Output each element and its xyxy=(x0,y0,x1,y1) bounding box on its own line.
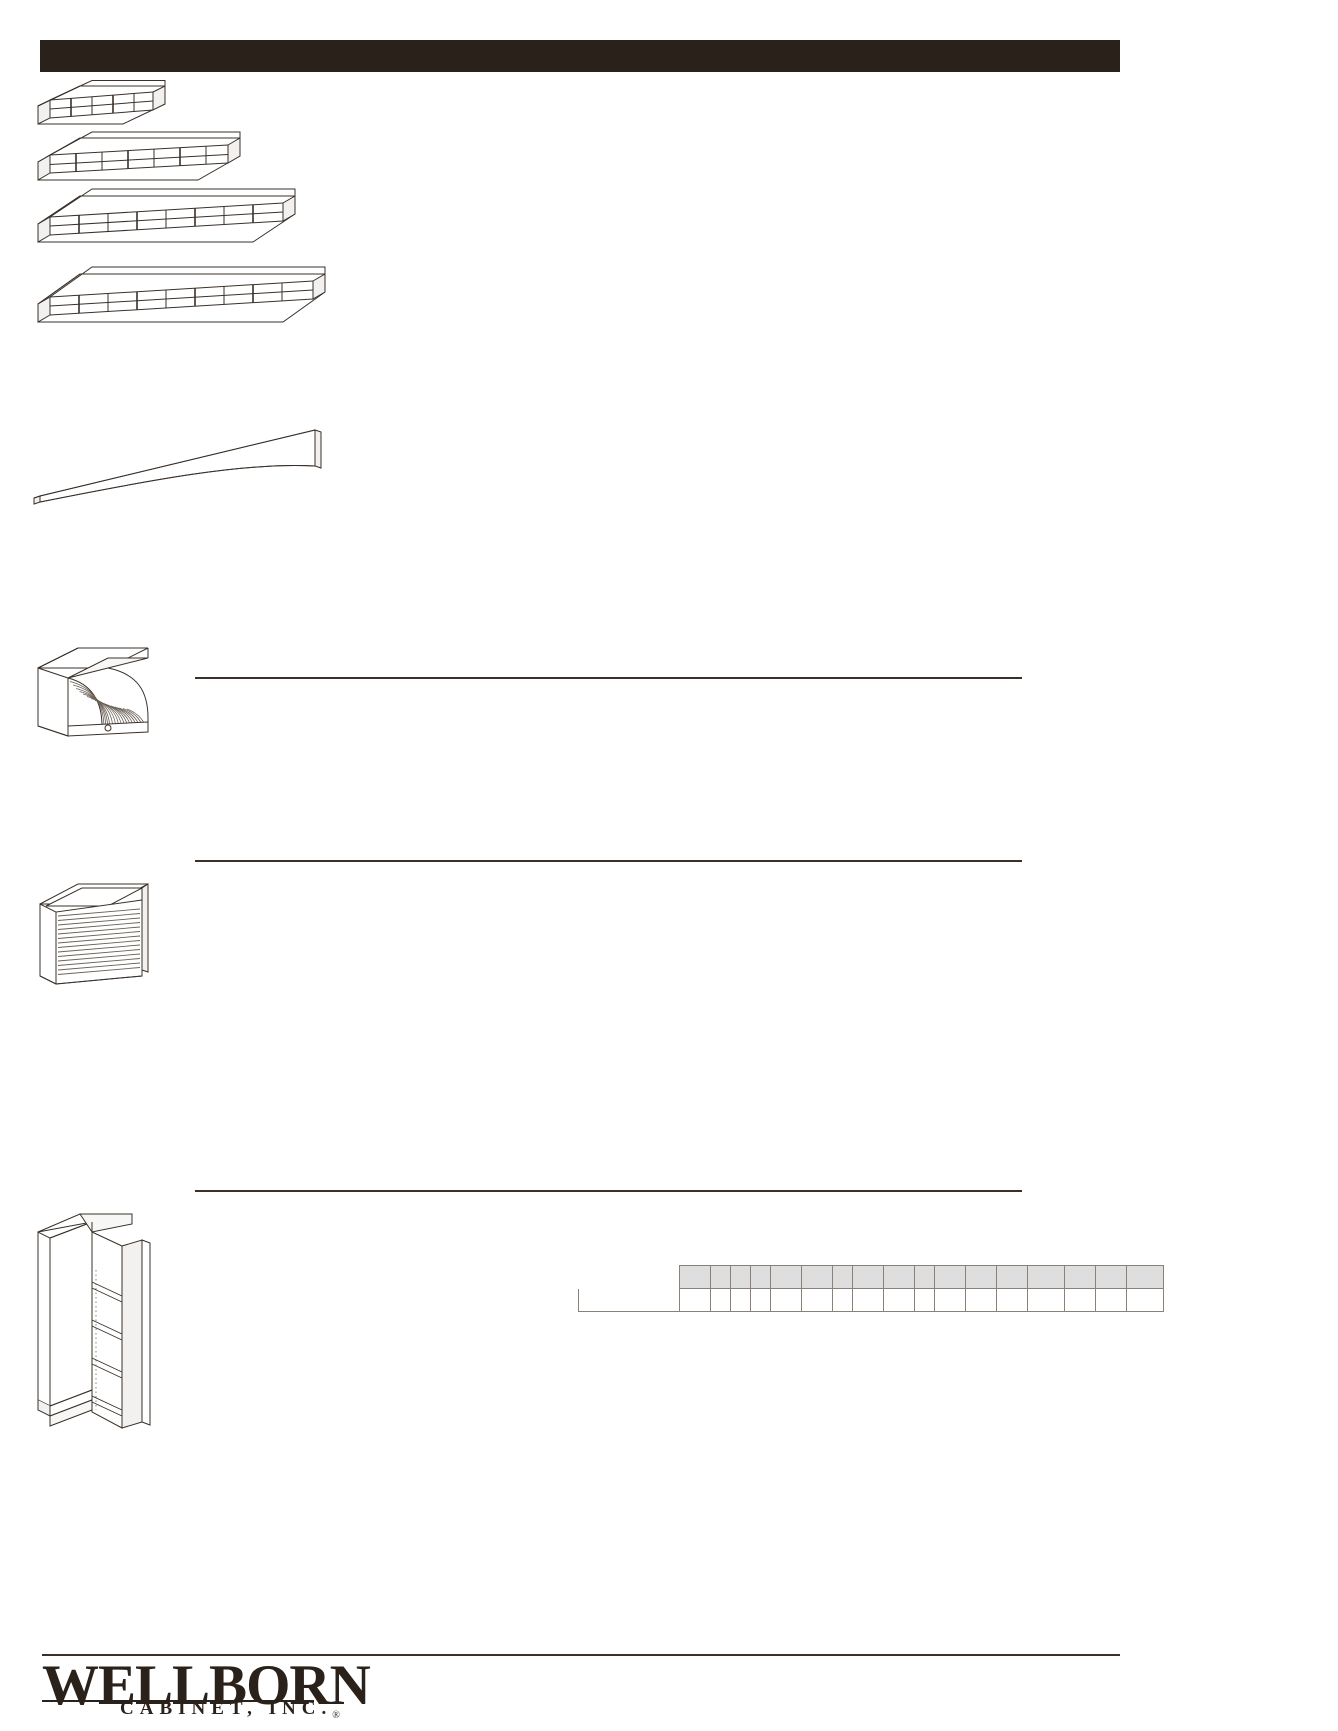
section-header-band xyxy=(40,40,1120,72)
spec-table-col-14 xyxy=(1064,1265,1096,1289)
spec-table-col-5 xyxy=(801,1265,833,1289)
spec-table-col-8 xyxy=(883,1265,915,1289)
spec-table-cell xyxy=(730,1288,751,1312)
spec-table-body xyxy=(578,1288,1164,1312)
spec-table xyxy=(578,1265,1164,1312)
spec-table-cell xyxy=(1126,1288,1164,1312)
illustration-pull-out-pantry-cabinet xyxy=(34,1210,164,1435)
spec-table-cell xyxy=(770,1288,802,1312)
footer-divider xyxy=(42,1654,1120,1656)
illustration-spice-rack-molding-medium xyxy=(34,128,244,188)
illustration-arched-valance xyxy=(30,418,325,508)
illustration-spice-rack-molding-large xyxy=(34,182,299,250)
spec-table-col-0 xyxy=(679,1265,711,1289)
spec-table-col-3 xyxy=(750,1265,771,1289)
spec-table-cell xyxy=(801,1288,833,1312)
illustration-spice-rack-molding-xlarge xyxy=(34,258,329,330)
spec-table-col-11 xyxy=(965,1265,997,1289)
spec-table-cell xyxy=(679,1288,711,1312)
spec-table-lead-label xyxy=(578,1288,680,1312)
table-row xyxy=(578,1288,1164,1312)
spec-table-cell xyxy=(832,1288,853,1312)
spec-table-cell xyxy=(965,1288,997,1312)
section-divider-1 xyxy=(195,677,1022,679)
illustration-tambour-appliance-garage-cabinet xyxy=(30,872,160,992)
spec-table-cell xyxy=(914,1288,935,1312)
section-divider-3 xyxy=(195,1190,1022,1192)
spec-table-cell xyxy=(883,1288,915,1312)
spec-table-col-10 xyxy=(934,1265,966,1289)
spec-table-lead-blank xyxy=(579,1266,680,1289)
spec-table-col-4 xyxy=(770,1265,802,1289)
spec-table-cell xyxy=(710,1288,731,1312)
spec-table-col-12 xyxy=(996,1265,1028,1289)
spec-table-cell xyxy=(1027,1288,1065,1312)
spec-table-cell xyxy=(1095,1288,1127,1312)
registered-trademark-mark: ® xyxy=(332,1710,340,1722)
spec-table-cell xyxy=(996,1288,1028,1312)
spec-table-col-2 xyxy=(730,1265,751,1289)
logo-underline-rule xyxy=(42,1700,314,1702)
spec-table-col-9 xyxy=(914,1265,935,1289)
logo-brand-sub: CABINET, INC. xyxy=(120,1698,333,1719)
section-divider-2 xyxy=(195,860,1022,862)
spec-table-header-row xyxy=(579,1265,1164,1289)
spec-table-col-13 xyxy=(1027,1265,1065,1289)
wellborn-logo: WELLBORN CABINET, INC.® xyxy=(42,1654,371,1722)
spec-table-cell xyxy=(934,1288,966,1312)
illustration-spice-rack-molding-small xyxy=(34,80,169,130)
spec-table-col-6 xyxy=(832,1265,853,1289)
spec-table-cell xyxy=(1064,1288,1096,1312)
spec-table-col-1 xyxy=(710,1265,731,1289)
spec-table-cell xyxy=(852,1288,884,1312)
logo-brand-word: WELLBORN xyxy=(42,1654,371,1717)
illustration-tambour-roll-door-wall-cabinet xyxy=(30,626,170,737)
spec-table-col-15 xyxy=(1095,1265,1127,1289)
spec-table-cell xyxy=(750,1288,771,1312)
spec-table-col-16 xyxy=(1126,1265,1164,1289)
spec-table-col-7 xyxy=(852,1265,884,1289)
